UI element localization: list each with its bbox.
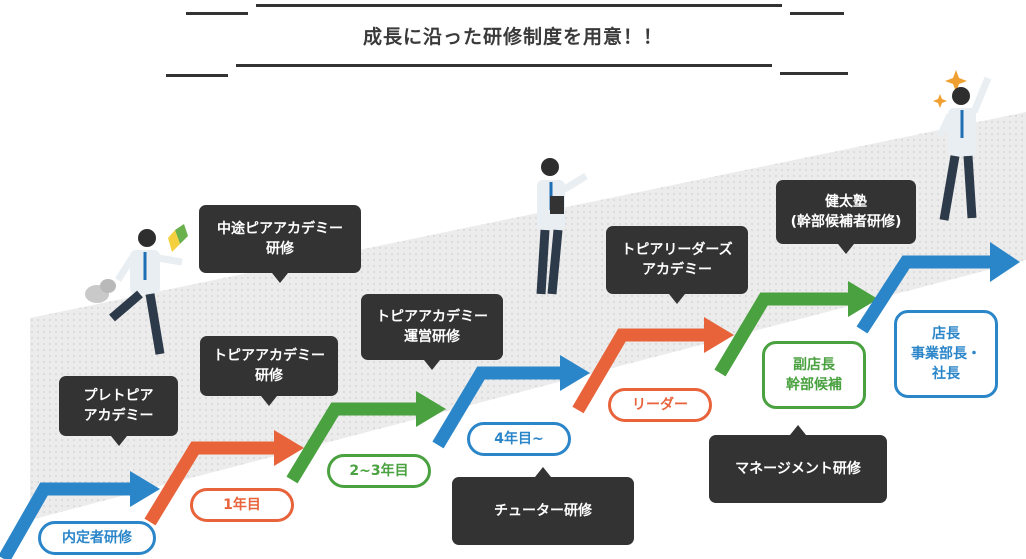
step-arrow-2 <box>144 430 304 526</box>
title-line-top-left <box>186 12 248 15</box>
training-bubble-topia-operations: トピアアカデミー 運営研修 <box>361 294 503 370</box>
title-line-bottom <box>236 64 772 67</box>
training-bubble-management: マネージメント研修 <box>709 425 887 503</box>
training-bubble-pre-topia: プレトピア アカデミー <box>59 376 178 446</box>
training-bubble-kenta-juku: 健太塾 (幹部候補者研修) <box>776 180 916 254</box>
step-arrow-7 <box>856 242 1020 334</box>
step-arrow-4 <box>432 355 590 449</box>
stage-pill-year-4: 4年目~ <box>467 422 571 456</box>
step-arrow-1 <box>0 471 160 559</box>
page-title: 成長に沿った研修制度を用意！！ <box>362 26 663 48</box>
title-line-top <box>256 4 782 7</box>
training-bubble-leaders-academy: トピアリーダーズ アカデミー <box>606 226 748 304</box>
title-line-bottom-left <box>166 74 228 77</box>
stage-pill-naitei: 内定者研修 <box>38 521 156 555</box>
running-person-illustration <box>85 224 188 355</box>
stage-pill-vice-manager: 副店長 幹部候補 <box>762 341 866 409</box>
training-bubble-topia-academy: トピアアカデミー 研修 <box>200 336 338 406</box>
title-line-top-right <box>790 12 844 15</box>
step-arrow-5 <box>572 317 734 414</box>
clipboard-person-illustration <box>536 158 588 295</box>
training-bubble-mid-career: 中途ピアアカデミー 研修 <box>199 205 361 283</box>
step-arrow-6 <box>714 281 878 377</box>
stage-pill-leader: リーダー <box>608 388 712 422</box>
step-arrow-3 <box>286 391 446 484</box>
stage-pill-year-2-3: 2~3年目 <box>327 454 431 488</box>
title-line-bottom-right <box>780 72 848 75</box>
stage-pill-year-1: 1年目 <box>190 488 294 522</box>
stage-pill-store-manager: 店長 事業部長・ 社長 <box>894 310 998 398</box>
training-bubble-tutor: チューター研修 <box>452 467 634 545</box>
cheering-person-illustration <box>933 70 992 221</box>
